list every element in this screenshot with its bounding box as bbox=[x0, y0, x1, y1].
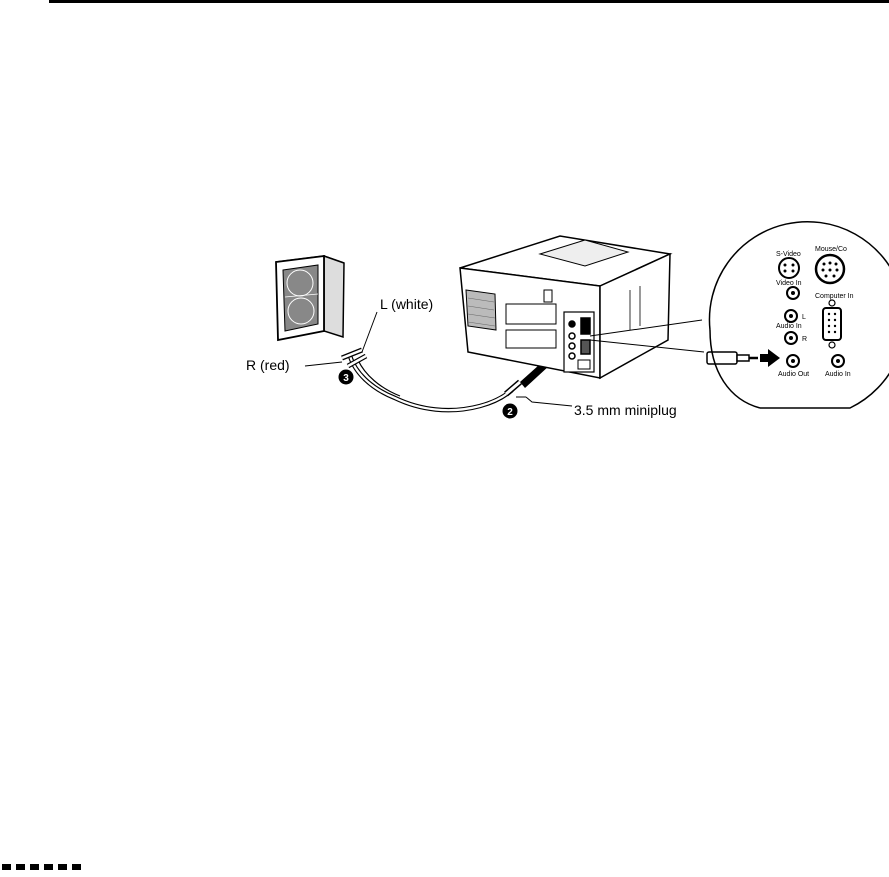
port-label-audio-in-2: Audio In bbox=[825, 371, 851, 378]
audio-cable bbox=[342, 350, 520, 410]
step-marker-2: 2 bbox=[503, 404, 518, 419]
rca-plugs bbox=[342, 350, 366, 366]
footer-mark bbox=[72, 864, 81, 870]
port-label-svideo: S-Video bbox=[776, 251, 801, 258]
port-label-audio-in: Audio In bbox=[776, 323, 802, 330]
port-panel-zoom: S-Video Mouse/Co Video In Computer In L … bbox=[709, 222, 889, 408]
callout-left-channel: L (white) bbox=[380, 296, 433, 312]
footer-mark bbox=[16, 864, 25, 870]
step-marker-3: 3 bbox=[339, 370, 354, 385]
port-label-mouse: Mouse/Co bbox=[815, 246, 847, 253]
callout-right-channel: R (red) bbox=[246, 357, 290, 373]
footer-mark bbox=[58, 864, 67, 870]
miniplug-end bbox=[506, 382, 520, 394]
projector bbox=[460, 236, 670, 378]
port-label-audio-out: Audio Out bbox=[778, 371, 809, 378]
footer-mark bbox=[2, 864, 11, 870]
port-label-l: L bbox=[802, 314, 806, 321]
zoom-arrow bbox=[760, 349, 780, 367]
step-number-2: 2 bbox=[507, 407, 513, 418]
port-label-video-in: Video In bbox=[776, 280, 802, 287]
port-label-r: R bbox=[802, 336, 807, 343]
port-label-computer-in: Computer In bbox=[815, 293, 854, 300]
step-number-3: 3 bbox=[343, 373, 349, 384]
footer-marks bbox=[2, 864, 81, 870]
callout-miniplug: 3.5 mm miniplug bbox=[574, 402, 677, 418]
speaker bbox=[276, 256, 344, 340]
footer-mark bbox=[30, 864, 39, 870]
footer-mark bbox=[44, 864, 53, 870]
